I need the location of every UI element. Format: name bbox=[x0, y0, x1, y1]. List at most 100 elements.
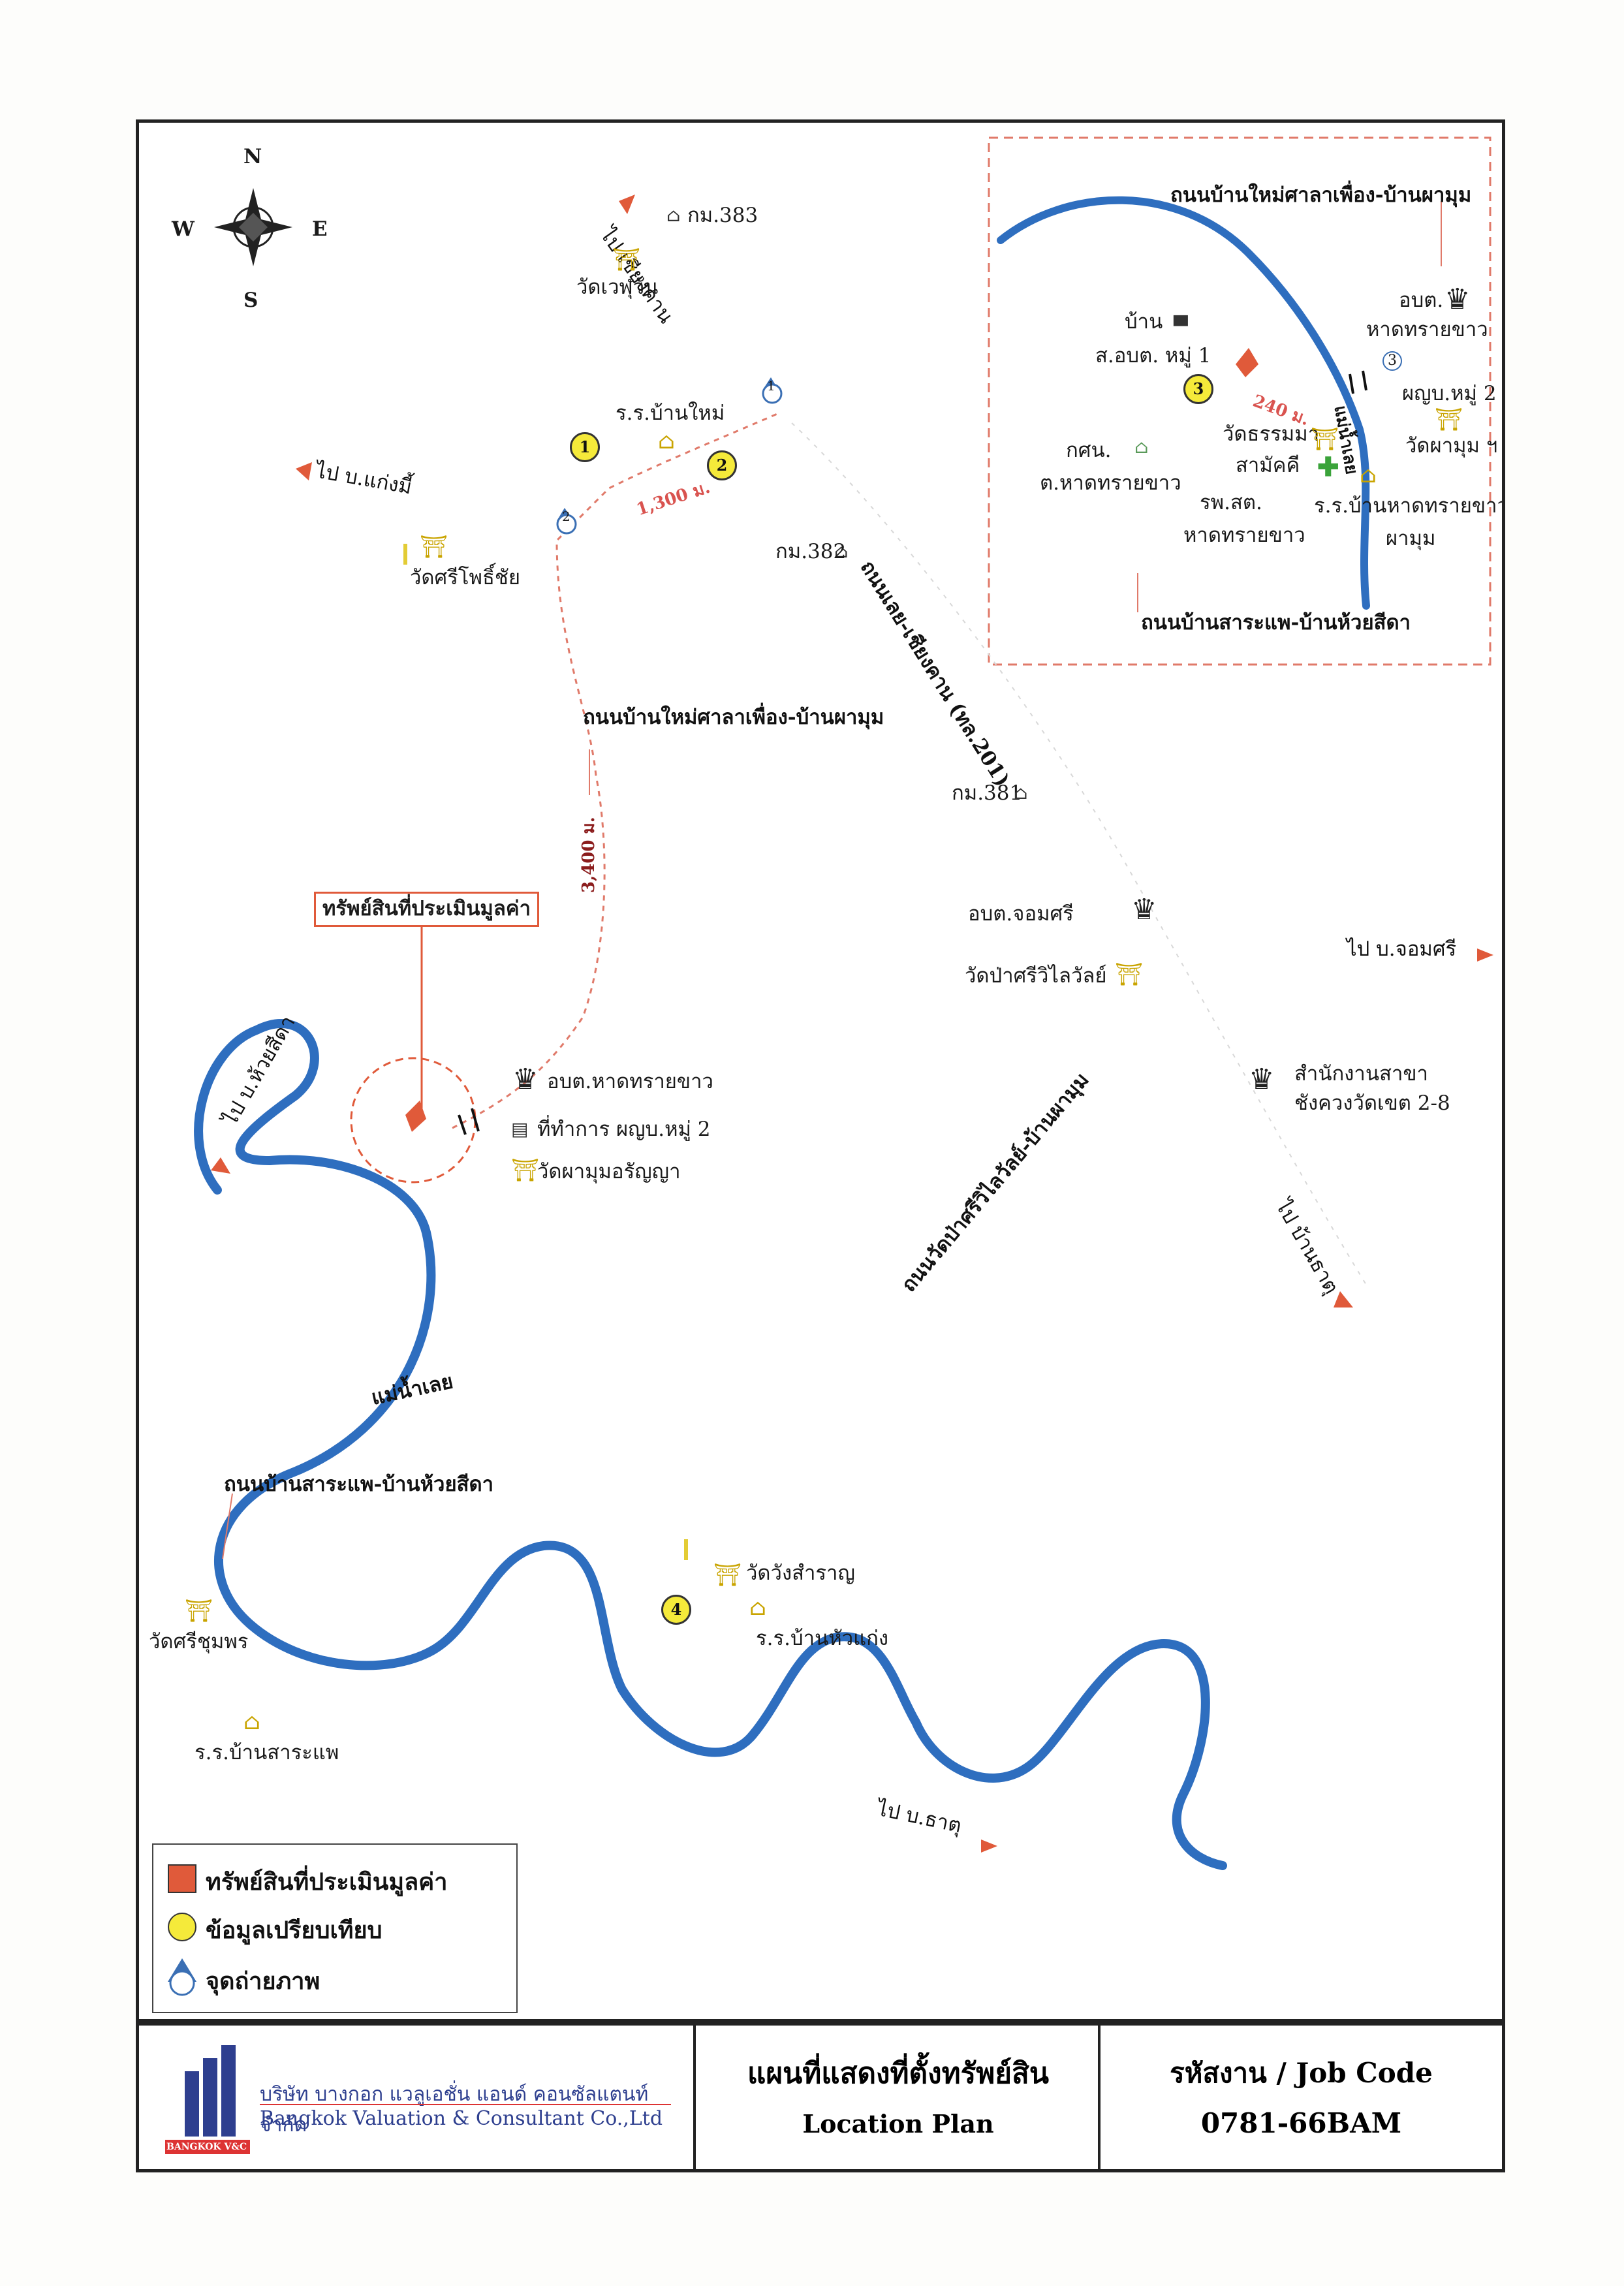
comparable-point-3: 3 bbox=[1183, 374, 1213, 404]
arrow-jomsri bbox=[1477, 948, 1493, 962]
inset-subject-marker bbox=[1236, 348, 1258, 377]
photo-point-2 bbox=[556, 508, 577, 535]
label-school-banmai: ร.ร.บ้านใหม่ bbox=[616, 401, 725, 425]
river-loei bbox=[194, 1019, 1227, 1870]
pole-marker-1 bbox=[403, 544, 407, 565]
company-name-en: Bangkok Valuation & Consultant Co.,Ltd bbox=[260, 2107, 663, 2130]
comparable-point-4: 4 bbox=[661, 1595, 691, 1625]
school-icon: ⌂ bbox=[1360, 462, 1377, 488]
legend-photo-icon bbox=[168, 1958, 196, 1996]
label-wat-waehuwan: วัดเวฬุวัน bbox=[576, 275, 659, 299]
temple-icon: ⛩ bbox=[420, 534, 448, 560]
label-obt-hatsaikhao: อบต.หาดทรายขาว bbox=[547, 1070, 713, 1093]
map-legend: ทรัพย์สินที่ประเมินมูลค่า ข้อมูลเปรียบเท… bbox=[152, 1843, 518, 2013]
legend-comparable-swatch bbox=[168, 1913, 196, 1941]
inset-hosp-1: รพ.สต. bbox=[1200, 491, 1262, 514]
arrow-chiangkhan bbox=[619, 195, 635, 214]
job-code-value: 0781-66BAM bbox=[1200, 2107, 1402, 2139]
subject-marker bbox=[405, 1101, 426, 1132]
legend-subject-label: ทรัพย์สินที่ประเมินมูลค่า bbox=[206, 1868, 448, 1896]
inset-school-2: ผามุม bbox=[1386, 527, 1436, 550]
arrow-bantat-short bbox=[981, 1840, 997, 1853]
label-km383: กม.383 bbox=[687, 204, 758, 227]
label-wat-srichumphon: วัดศรีชุมพร bbox=[149, 1630, 249, 1653]
photo-point-1-num: 1 bbox=[767, 378, 775, 394]
temple-icon: ⛩ bbox=[713, 1562, 742, 1588]
pole-marker-2 bbox=[684, 1539, 688, 1560]
arrow-bantat bbox=[1334, 1291, 1353, 1307]
km-post-icon: ⌂ bbox=[1014, 782, 1028, 804]
ksn-icon: ⌂ bbox=[1134, 436, 1149, 458]
inset-ksn-1: กศน. bbox=[1066, 439, 1112, 462]
photo-point-1 bbox=[762, 377, 783, 404]
km-post-icon: ⌂ bbox=[666, 204, 681, 226]
plan-title-en: Location Plan bbox=[802, 2109, 994, 2138]
inset-road-bottom: ถนนบ้านสาระแพ-บ้านห้วยสีดา bbox=[1141, 611, 1411, 634]
bridge-mark-2 bbox=[1349, 370, 1367, 394]
subject-callout: ทรัพย์สินที่ประเมินมูลค่า bbox=[314, 892, 540, 927]
inset-river bbox=[997, 196, 1370, 610]
label-school-banhuakaeng: ร.ร.บ้านหัวแก่ง bbox=[756, 1627, 889, 1650]
label-wat-pasriwilai: วัดป่าศรีวิไลวัลย์ bbox=[965, 964, 1107, 988]
inset-house-line2: ส.อบต. หมู่ 1 bbox=[1095, 344, 1211, 368]
company-divider bbox=[260, 2104, 671, 2105]
route-dashed bbox=[452, 412, 779, 1129]
job-code-cell: รหัสงาน / Job Code 0781-66BAM bbox=[1101, 2026, 1502, 2169]
label-road-sarapae-huaisida: ถนนบ้านสาระแพ-บ้านห้วยสีดา bbox=[224, 1473, 494, 1496]
label-branch-office-2: ชังควงวัดเขต 2-8 bbox=[1294, 1091, 1450, 1115]
government-emblem-icon: ♛ bbox=[1444, 283, 1471, 316]
inset-label-obt: อบต. bbox=[1399, 289, 1444, 312]
job-code-label: รหัสงาน / Job Code bbox=[1170, 2057, 1433, 2089]
temple-icon: ⛩ bbox=[185, 1598, 213, 1624]
arrow-huaisida bbox=[211, 1157, 230, 1174]
label-school-sarapae: ร.ร.บ้านสาระแพ bbox=[195, 1741, 339, 1764]
label-dist-3400: 3,400 ม. bbox=[579, 817, 599, 893]
government-emblem-icon: ♛ bbox=[512, 1063, 539, 1096]
temple-icon: ⛩ bbox=[1435, 407, 1463, 433]
map-frame: N S E W ⌂ กม.383 ไป เชียงคาน ⛩ วัดเวฬุวั… bbox=[136, 119, 1505, 2022]
school-icon: ⌂ bbox=[749, 1595, 766, 1621]
office-icon: ▤ bbox=[511, 1118, 529, 1140]
plan-title-cell: แผนที่แสดงที่ตั้งทรัพย์สิน Location Plan bbox=[696, 2026, 1101, 2169]
label-to-jomsri: ไป บ.จอมศรี bbox=[1347, 937, 1457, 961]
house-icon: ▀ bbox=[1174, 315, 1188, 337]
label-km381: กม.381 bbox=[952, 781, 1023, 805]
temple-icon: ⛩ bbox=[612, 247, 641, 273]
company-name-th: บริษัท บางกอก แวลูเอชั่น แอนด์ คอนซัลแตน… bbox=[260, 2083, 649, 2137]
logo-text: BANGKOK V&C bbox=[166, 2142, 247, 2152]
title-block: BANGKOK V&C บริษัท บางกอก แวลูเอชั่น แอน… bbox=[136, 2022, 1505, 2172]
hospital-cross-icon: ✚ bbox=[1317, 452, 1339, 482]
inset-label-hatsaikhao: หาดทรายขาว bbox=[1366, 318, 1488, 341]
inset-school-1: ร.ร.บ้านหาดทรายขาว bbox=[1314, 494, 1505, 518]
temple-icon: ⛩ bbox=[1311, 426, 1339, 452]
legend-comparable-label: ข้อมูลเปรียบเทียบ bbox=[206, 1917, 383, 1944]
inset-road-top: ถนนบ้านใหม่ศาลาเพื่อง-บ้านผามุม bbox=[1170, 183, 1472, 207]
label-wat-wangsamran: วัดวังสำราญ bbox=[746, 1561, 855, 1585]
compass-s: S bbox=[243, 289, 258, 312]
company-logo-icon bbox=[165, 2045, 250, 2154]
label-km382: กม.382 bbox=[775, 540, 847, 563]
road-leader-2 bbox=[222, 1493, 233, 1559]
inset-wat-thammasamakkhi-2: สามัคคี bbox=[1236, 454, 1300, 477]
inset-ksn-2: ต.หาดทรายขาว bbox=[1040, 471, 1181, 495]
temple-icon: ⛩ bbox=[1115, 962, 1144, 988]
company-cell: BANGKOK V&C บริษัท บางกอก แวลูเอชั่น แอน… bbox=[139, 2026, 696, 2169]
compass-n: N bbox=[243, 145, 262, 168]
inset-village-head: ผญบ.หมู่ 2 bbox=[1402, 382, 1497, 405]
bridge-mark-1 bbox=[458, 1108, 480, 1135]
label-road-banmai-phamum: ถนนบ้านใหม่ศาลาเพื่อง-บ้านผามุม bbox=[583, 706, 884, 729]
inset-hosp-2: หาดทรายขาว bbox=[1183, 524, 1305, 547]
photo-point-2-num: 2 bbox=[562, 509, 570, 524]
label-wat-sriphothichai: วัดศรีโพธิ์ชัย bbox=[410, 566, 521, 589]
map-canvas bbox=[194, 136, 1493, 1870]
label-wat-phamum-aranya: วัดผามุมอรัญญา bbox=[537, 1160, 681, 1183]
label-branch-office-1: สำนักงานสาขา bbox=[1294, 1062, 1428, 1086]
government-emblem-icon: ♛ bbox=[1131, 893, 1157, 926]
arrow-bankaengmi bbox=[296, 462, 312, 480]
km-post-icon: ⌂ bbox=[834, 540, 849, 562]
loei-road bbox=[791, 422, 1367, 1285]
label-office-village2: ที่ทำการ ผญบ.หมู่ 2 bbox=[537, 1118, 711, 1141]
inset-wat-thammasamakkhi-1: วัดธรรมมา bbox=[1223, 422, 1320, 446]
temple-icon: ⛩ bbox=[511, 1157, 540, 1183]
plan-title-th: แผนที่แสดงที่ตั้งทรัพย์สิน bbox=[747, 2057, 1049, 2090]
